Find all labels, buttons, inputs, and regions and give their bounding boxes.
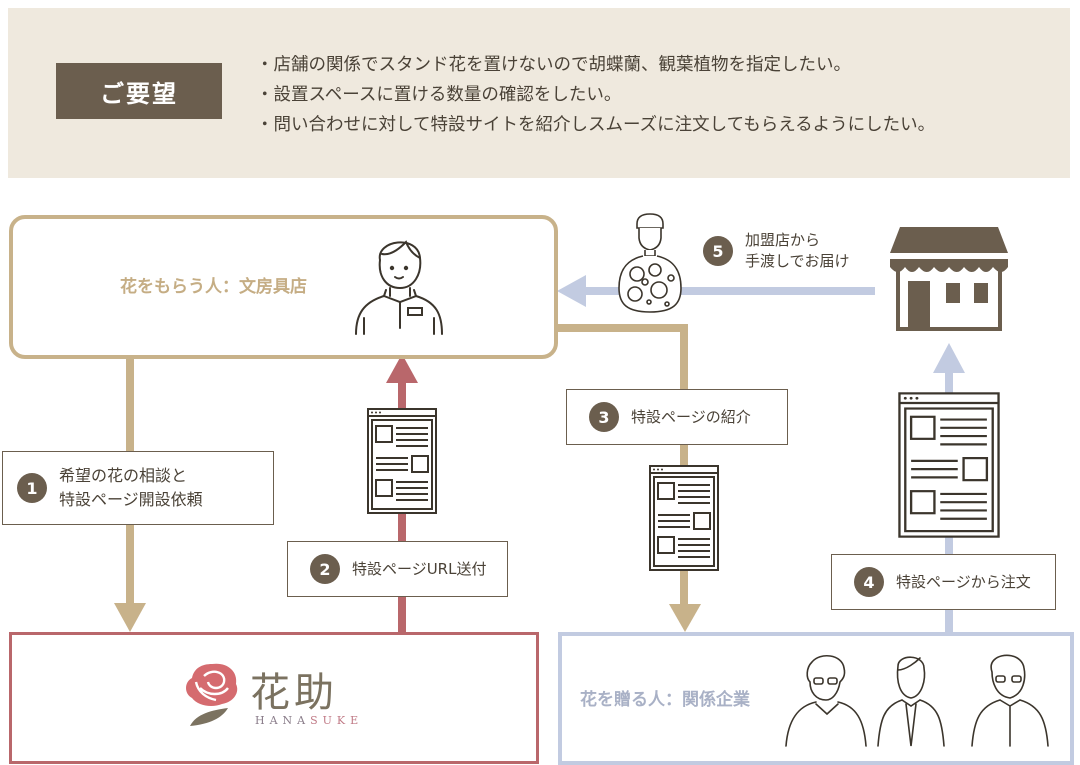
recipient-label: 花をもらう人：文房具店 — [120, 277, 307, 297]
step-text-line: 特設ページの紹介 — [631, 407, 751, 426]
company-name: 花助 — [250, 670, 338, 716]
business-people-icon — [785, 654, 1049, 747]
webpage-icon — [649, 465, 719, 571]
step-number-badge: 1 — [17, 473, 47, 503]
webpage-icon — [367, 408, 437, 514]
request-item: ・店舗の関係でスタンド花を置けないので胡蝶蘭、観葉植物を指定したい。 — [256, 55, 851, 75]
step4-label: 4 特設ページから注文 — [831, 554, 1056, 610]
step-number-badge: 3 — [589, 402, 619, 432]
arrow-step5 — [557, 275, 875, 307]
recipient-box — [9, 215, 558, 359]
step5-label: 5 加盟店から 手渡しでお届け — [703, 230, 850, 272]
step-text-line: 特設ページ開設依頼 — [59, 490, 203, 509]
company-romaji-part: HANA — [255, 714, 311, 727]
company-romaji-part: SUKE — [310, 714, 364, 727]
step-text-line: 手渡しでお届け — [745, 252, 850, 270]
request-item: ・問い合わせに対して特設サイトを紹介しスムーズに注文してもらえるようにしたい。 — [256, 115, 936, 135]
company-romaji: HANASUKE — [255, 714, 363, 727]
step-text-line: 希望の花の相談と — [59, 466, 188, 485]
step-text-line: 加盟店から — [745, 231, 821, 249]
arrow-step3-head — [669, 604, 701, 632]
step-number-badge: 5 — [703, 236, 733, 266]
step-text-line: 特設ページから注文 — [896, 572, 1031, 591]
shopkeeper-icon — [355, 240, 443, 335]
webpage-icon — [898, 392, 1000, 538]
step-text-line: 特設ページURL送付 — [352, 559, 487, 578]
hanasuke-box — [9, 632, 539, 764]
step-number-badge: 2 — [310, 554, 340, 584]
step2-label: 2 特設ページURL送付 — [287, 541, 508, 597]
step1-label: 1 希望の花の相談と 特設ページ開設依頼 — [2, 451, 274, 525]
request-list: ・店舗の関係でスタンド花を置けないので胡蝶蘭、観葉植物を指定したい。 ・設置スペ… — [256, 50, 935, 140]
request-item: ・設置スペースに置ける数量の確認をしたい。 — [256, 85, 622, 105]
rose-logo-icon — [186, 663, 238, 726]
step-number-badge: 4 — [854, 567, 884, 597]
step3-label: 3 特設ページの紹介 — [566, 389, 788, 445]
request-tag: ご要望 — [56, 63, 222, 119]
storefront-icon — [890, 227, 1008, 331]
delivery-person-icon — [618, 213, 682, 313]
sender-box — [558, 632, 1074, 765]
sender-label: 花を贈る人：関係企業 — [580, 690, 750, 710]
